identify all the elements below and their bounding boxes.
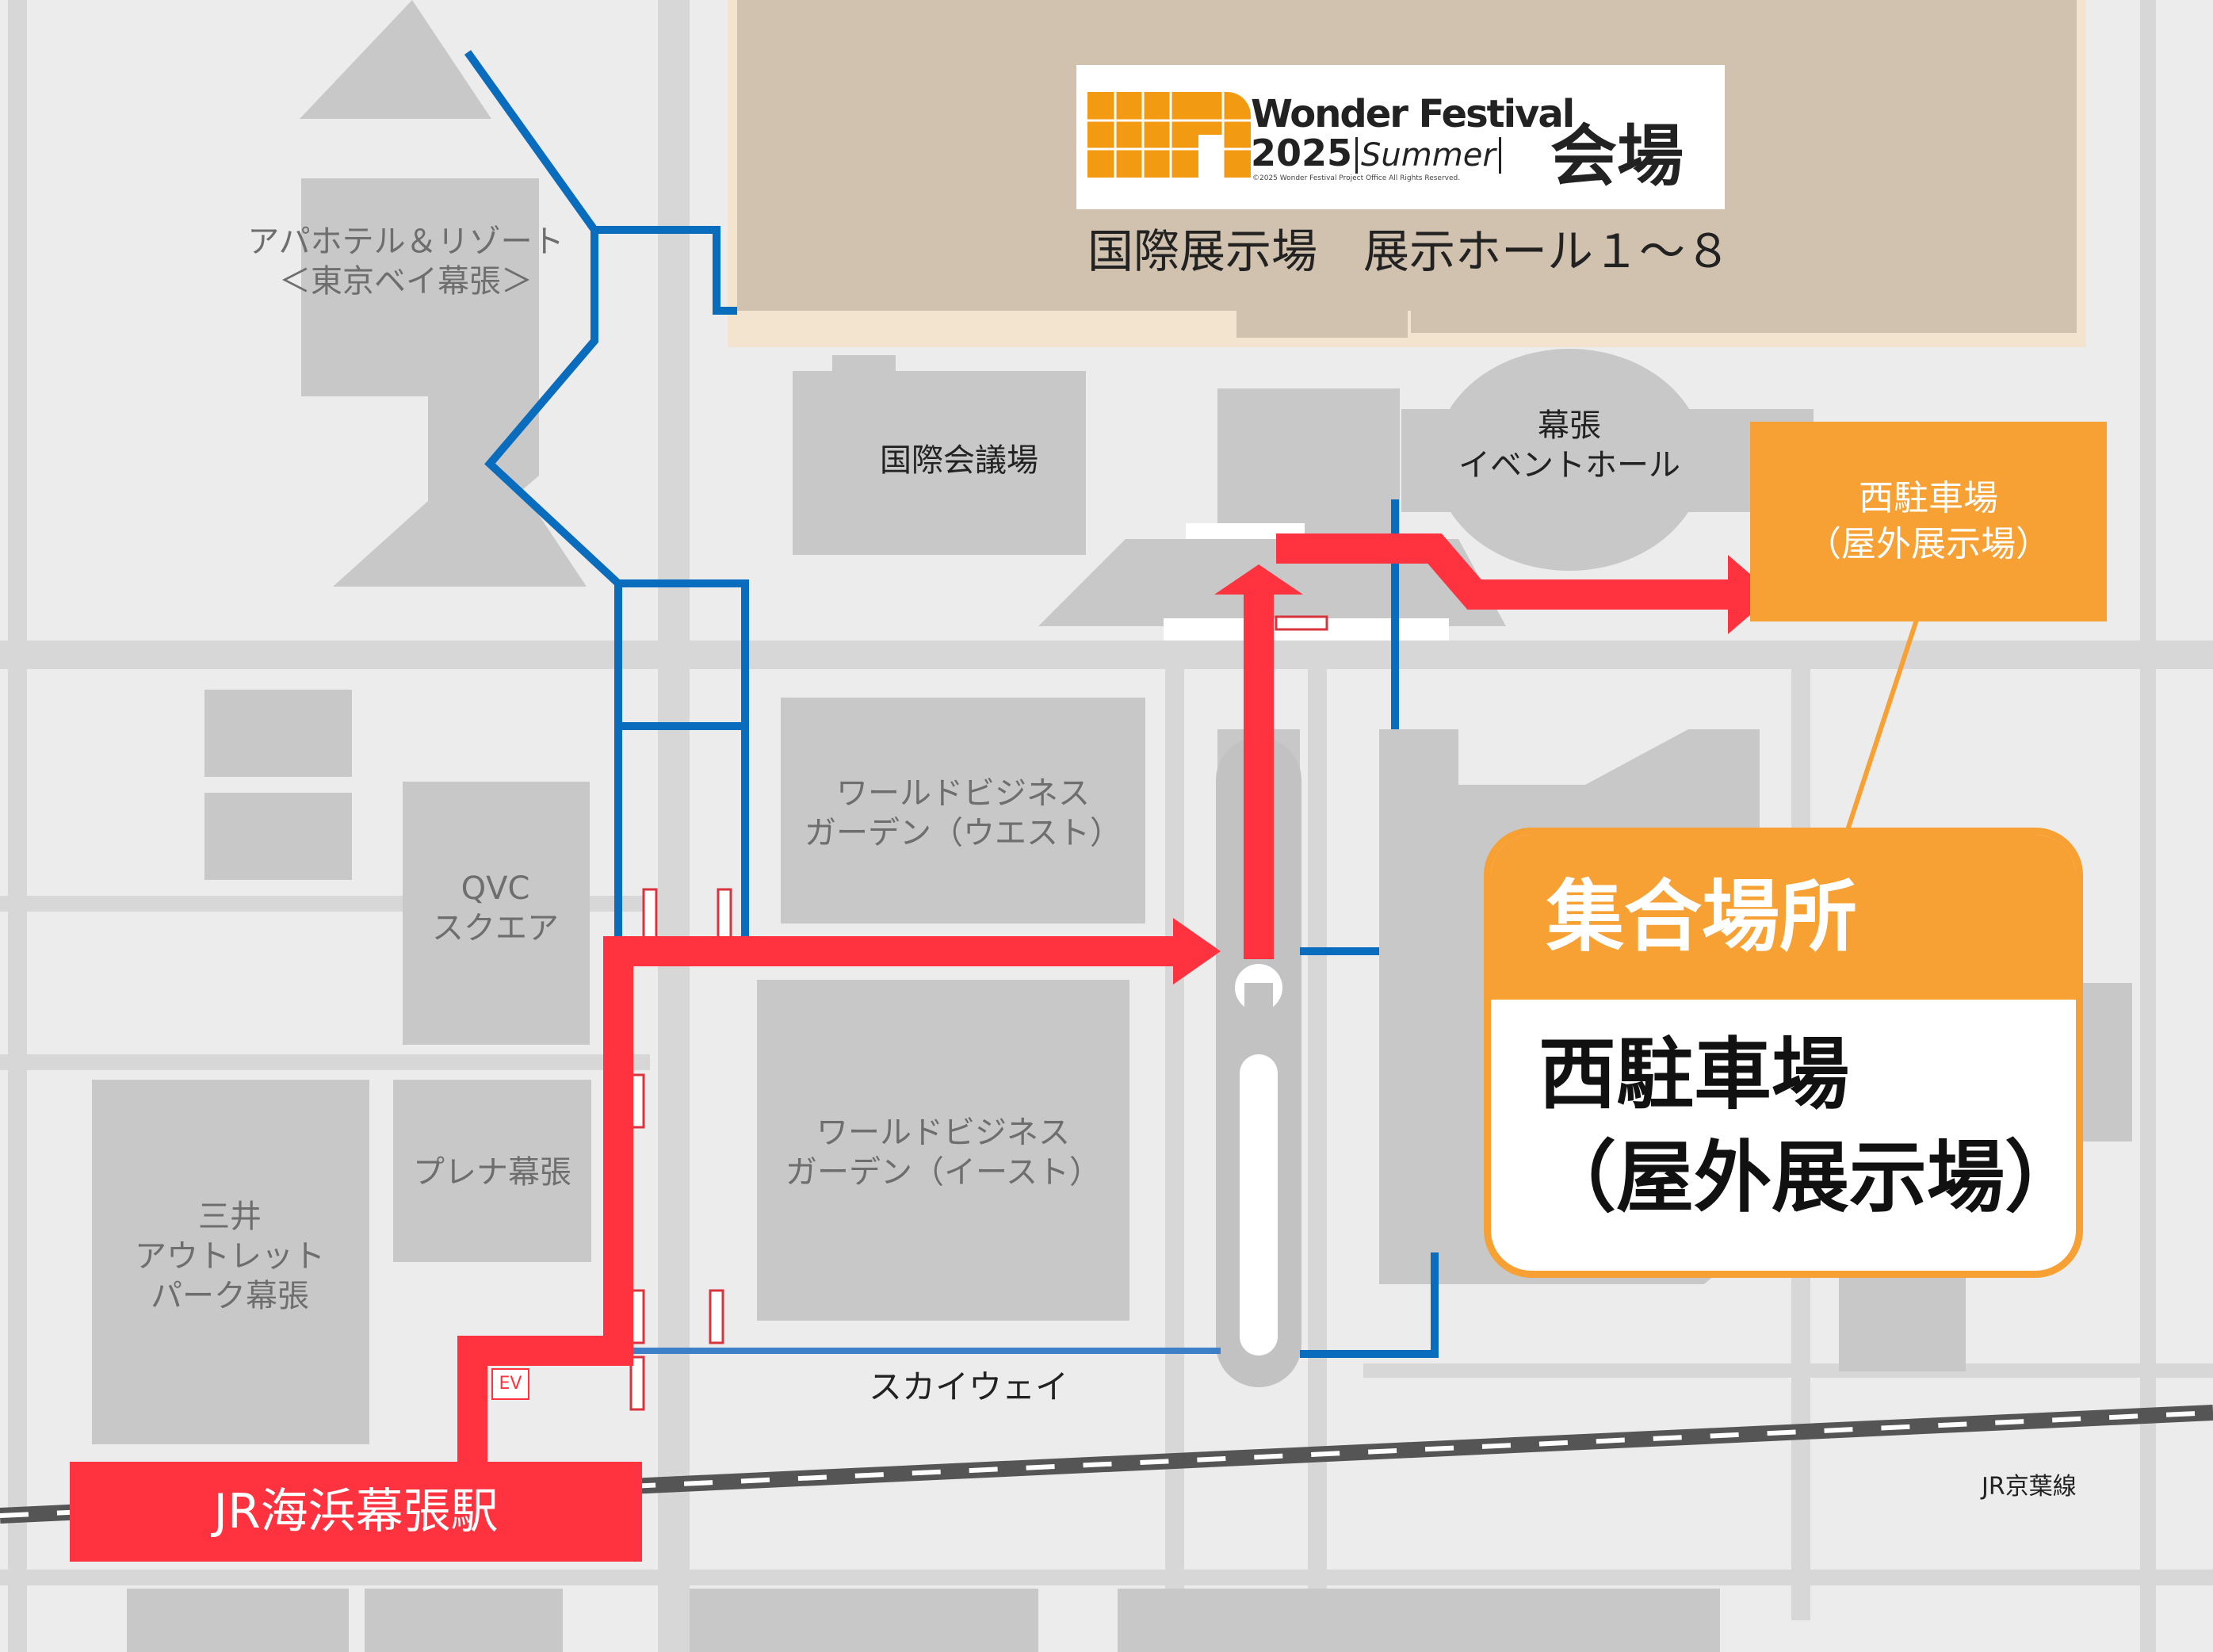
west-parking-box: 西駐車場 （屋外展示場） — [1750, 422, 2107, 621]
label-wbg-east: ワールドビジネス ガーデン（イースト） — [785, 1115, 1101, 1191]
jr-line-label: JR京葉線 — [1982, 1473, 2077, 1501]
label-apa-hotel: アパホテル＆リゾート ＜東京ベイ幕張＞ — [247, 224, 564, 300]
wonder-festival-logo — [1087, 92, 1198, 178]
elevator-badge: EV — [491, 1368, 529, 1400]
label-qvc: QVC スクエア — [432, 870, 559, 946]
label-event-hall: 幕張 イベントホール — [1458, 407, 1680, 484]
logo-copyright: ©2025 Wonder Festival Project Office All… — [1252, 174, 1461, 182]
skyway-label: スカイウェイ — [869, 1367, 1069, 1406]
label-wbg-west: ワールドビジネス ガーデン（ウエスト） — [805, 775, 1122, 851]
logo-season: Summer — [1355, 137, 1501, 174]
station-label: JR海浜幕張駅 — [70, 1462, 642, 1562]
label-kokusai-kaigijo: 国際会議場 — [880, 442, 1038, 479]
label-mitsui-outlet: 三井 アウトレット パーク幕張 — [135, 1199, 325, 1314]
label-plena: プレナ幕張 — [413, 1154, 571, 1191]
wonder-festival-logo-right — [1195, 92, 1251, 178]
meeting-point-place: 西駐車場 （屋外展示場） — [1538, 1030, 2083, 1223]
logo-title: Wonder Festival — [1251, 92, 1575, 136]
meeting-point-card: 集合場所 西駐車場 （屋外展示場） — [1484, 828, 2083, 1278]
walking-route — [457, 533, 1728, 1462]
meeting-point-heading: 集合場所 — [1491, 835, 2076, 1000]
logo-year: 2025 — [1251, 132, 1353, 174]
venue-subtitle: 国際展示場 展示ホール１～８ — [1087, 224, 1732, 278]
meeting-leader-line — [1844, 619, 1919, 833]
stairs — [629, 615, 1328, 1411]
venue-kaijo: 会場 — [1550, 117, 1684, 195]
